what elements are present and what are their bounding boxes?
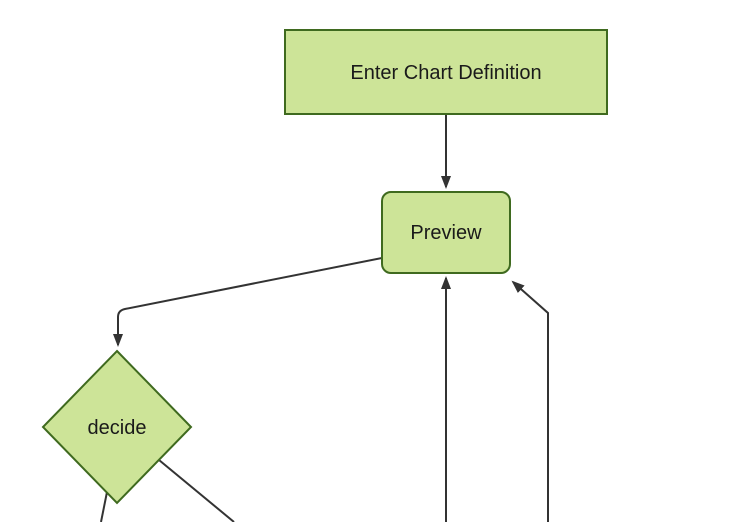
preview-label: Preview (410, 222, 482, 244)
enter-chart-definition-label: Enter Chart Definition (350, 62, 541, 84)
edge-decide-to-offscreen-right (158, 459, 235, 522)
node-decide: decide (41, 349, 193, 505)
node-enter-chart-definition: Enter Chart Definition (284, 29, 608, 115)
node-preview: Preview (381, 191, 511, 274)
enter-chart-definition-box (284, 29, 608, 115)
edge-preview-to-decide (113, 257, 383, 347)
decide-label: decide (88, 417, 147, 439)
edge-layer (100, 115, 549, 522)
edge-bottom-right-to-preview (511, 280, 549, 522)
preview-box (381, 191, 511, 274)
edge-decide-to-offscreen-left (100, 491, 108, 522)
decide-diamond (41, 349, 193, 505)
